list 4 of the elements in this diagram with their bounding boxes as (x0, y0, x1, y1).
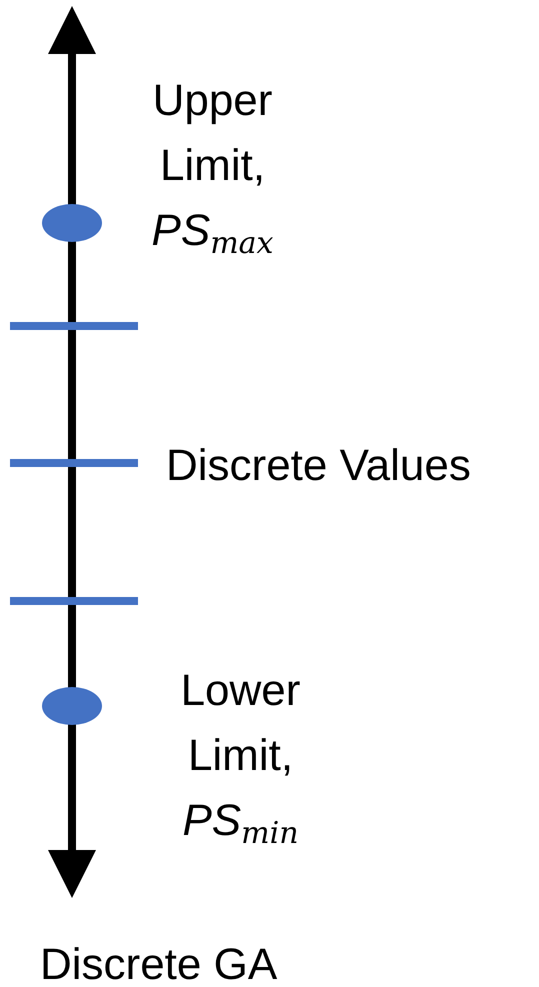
upper-limit-label: Upper Limit, PS$_{max}$ (150, 75, 274, 263)
discrete-values-label: Discrete Values (166, 440, 472, 492)
lower-limit-label: Lower Limit, PS$_{min}$ (180, 665, 302, 853)
axis-title: Discrete GA (40, 939, 278, 987)
